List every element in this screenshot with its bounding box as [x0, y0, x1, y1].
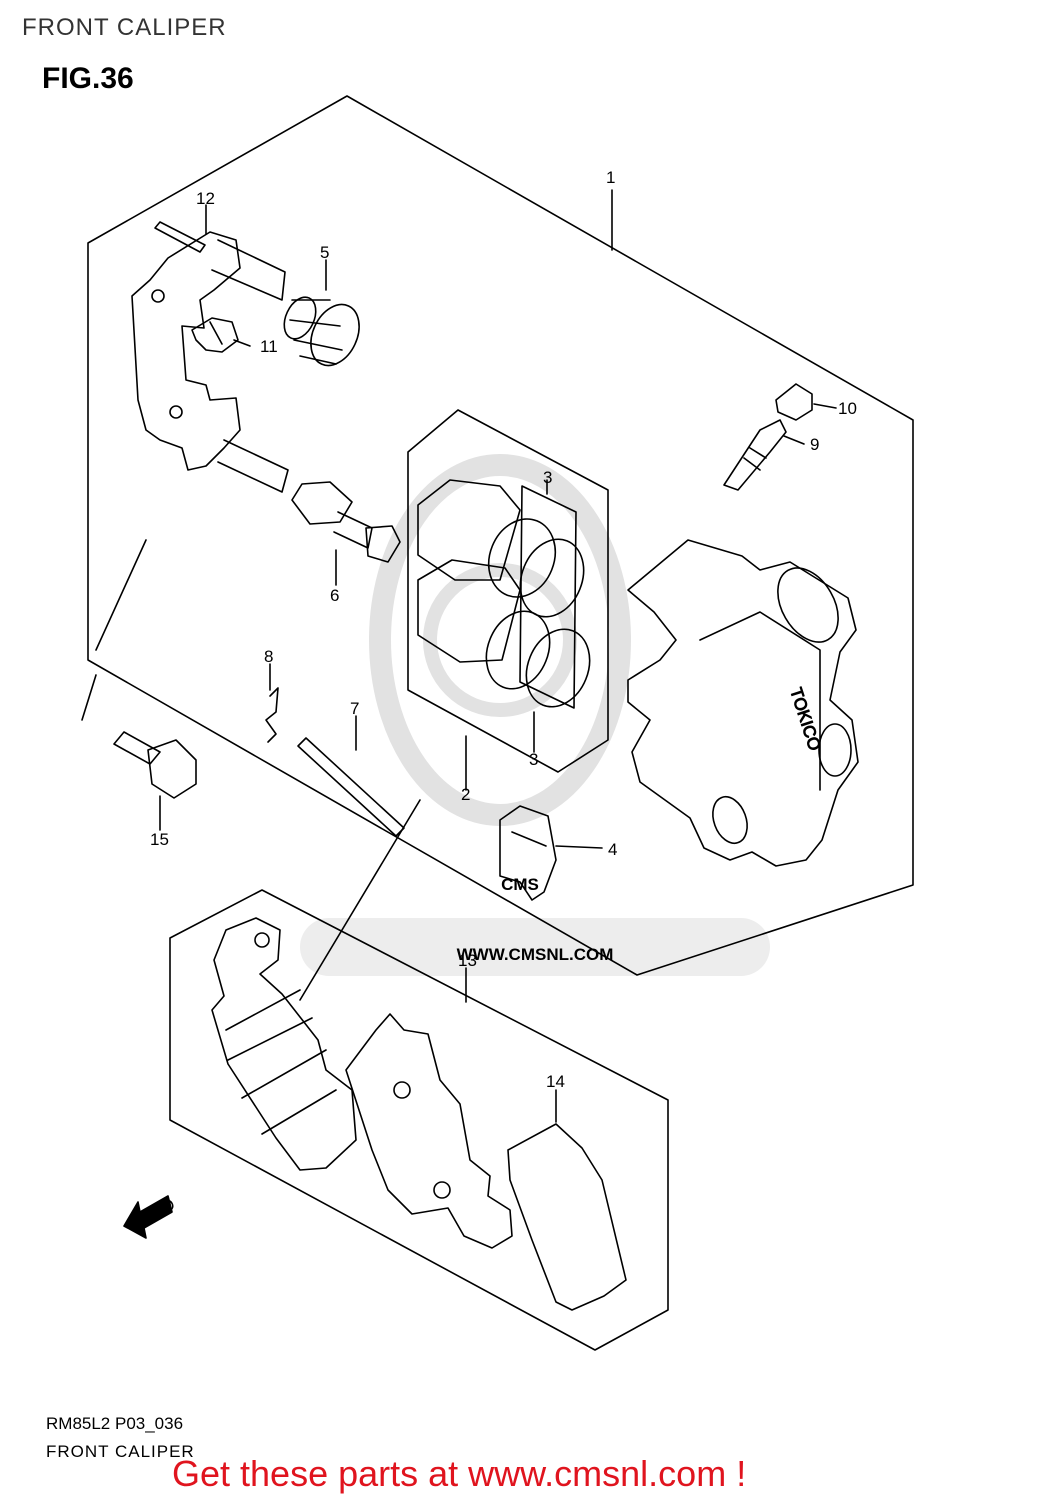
caliper-body	[627, 539, 859, 867]
callout-10: 10	[838, 399, 857, 418]
caliper-assembly-outline	[87, 95, 914, 976]
callout-12: 12	[196, 189, 215, 208]
callout-3-bottom: 3	[529, 750, 538, 769]
clip-part	[191, 317, 239, 353]
callout-3-top: 3	[543, 468, 552, 487]
promo-link[interactable]: Get these parts at www.cmsnl.com !	[172, 1453, 747, 1494]
pad-set-outline	[169, 889, 669, 1351]
diagram-code: RM85L2 P03_036	[46, 1414, 184, 1433]
figure-number: FIG.36	[42, 62, 134, 95]
callout-numbers: 1 2 3 3 4 5 6 7 8 9 10 11 12 13 14 15	[150, 168, 857, 1091]
fwd-label: FWD	[135, 1195, 178, 1230]
footer-title: FRONT CALIPER	[46, 1442, 195, 1461]
callout-4: 4	[608, 840, 617, 859]
pad-spring	[499, 805, 557, 901]
page-header-title: FRONT CALIPER	[22, 14, 227, 41]
callout-15: 15	[150, 830, 169, 849]
callout-9: 9	[810, 435, 819, 454]
watermark: CMS WWW.CMSNL.COM	[300, 454, 770, 976]
bleeder-screw	[723, 419, 787, 491]
caliper-bracket	[131, 221, 289, 493]
pad-shim	[507, 1123, 627, 1311]
pad-pin	[297, 737, 405, 837]
bleeder-cap	[775, 383, 813, 421]
callout-5: 5	[320, 243, 329, 262]
callout-13: 13	[458, 951, 477, 970]
brake-pad-left	[211, 917, 357, 1171]
caliper-brand: TOKICO	[786, 685, 824, 753]
forward-direction-arrow	[123, 1195, 173, 1239]
slide-pin-with-boot	[291, 481, 401, 563]
callout-2: 2	[461, 785, 470, 804]
callout-6: 6	[330, 586, 339, 605]
callout-14: 14	[546, 1072, 565, 1091]
pin-clip	[265, 687, 279, 743]
seal-kit-outline	[407, 409, 609, 773]
callout-7: 7	[350, 699, 359, 718]
callout-1: 1	[606, 168, 615, 187]
watermark-site: WWW.CMSNL.COM	[457, 945, 614, 964]
pistons-and-seals	[417, 479, 591, 709]
callout-8: 8	[264, 647, 273, 666]
slide-pin-boot	[283, 296, 360, 367]
mounting-bolt	[113, 731, 197, 799]
callout-11: 11	[260, 337, 278, 356]
brake-pad-right	[345, 1013, 513, 1249]
leader-lines	[81, 189, 837, 1123]
